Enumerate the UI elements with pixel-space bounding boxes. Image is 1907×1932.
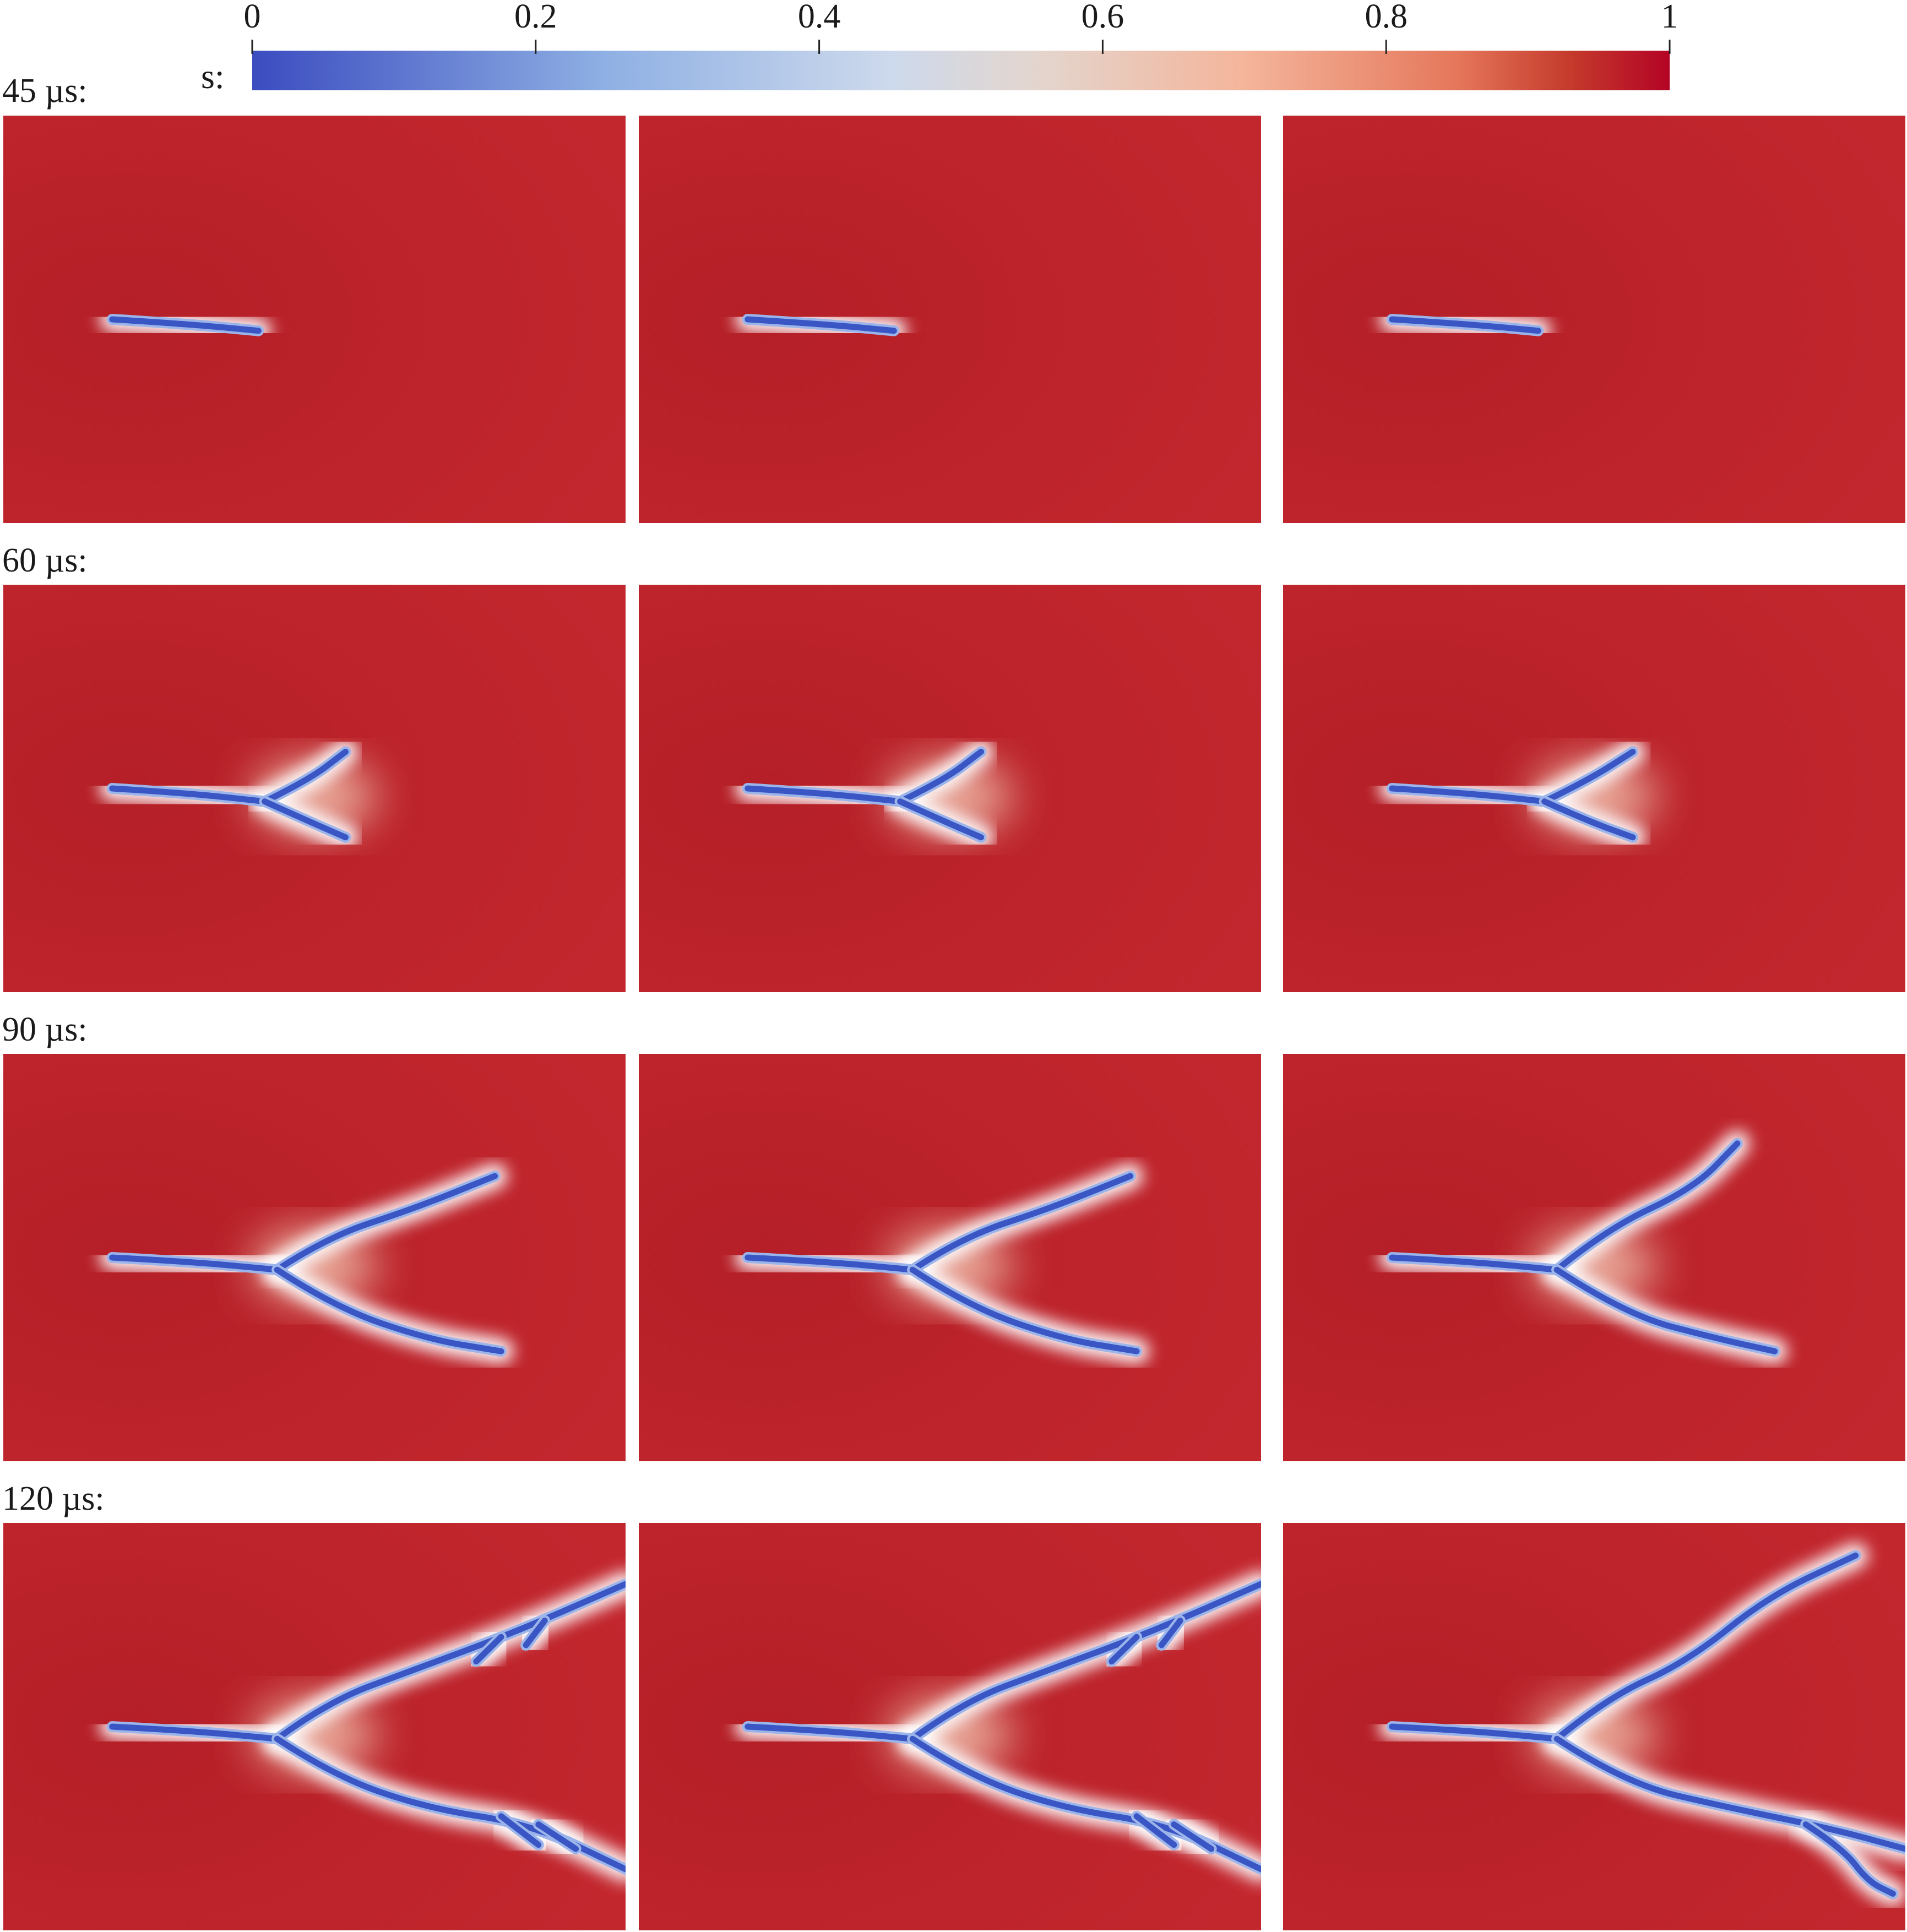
row-time-label: 60 µs: [2, 542, 88, 579]
crack-path [1553, 1140, 1741, 1273]
colorbar-tick-label: 0 [244, 0, 261, 35]
colorbar-gradient [252, 51, 1670, 90]
crack-path [109, 1723, 280, 1742]
crack-path [523, 1618, 548, 1648]
crack-path [1133, 1813, 1177, 1848]
crack-path [1158, 1618, 1183, 1648]
simulation-panel [1283, 116, 1905, 523]
crack-path [109, 785, 268, 805]
crack-path [1553, 1266, 1778, 1354]
crack-path [909, 1581, 1261, 1742]
crack-path [1389, 1254, 1560, 1273]
colorbar-tick-label: 0.6 [1082, 0, 1124, 35]
simulation-panel [1283, 585, 1905, 992]
colorbar-ticks: 0 0.2 0.4 0.6 0.8 1 [244, 0, 1678, 54]
row-time-label: 45 µs: [2, 72, 88, 110]
crack-path [262, 798, 349, 841]
row-time-label: 90 µs: [2, 1011, 88, 1048]
colorbar: s: 0 0.2 0.4 0.6 0.8 1 [201, 0, 1678, 96]
crack-path [897, 798, 984, 841]
crack-path [1389, 785, 1548, 805]
crack-path [909, 1173, 1134, 1273]
crack-path [274, 1735, 626, 1873]
crack-path [274, 1266, 504, 1354]
simulation-panel [639, 1523, 1261, 1930]
crack-path [109, 1254, 280, 1273]
crack-path [909, 1735, 1261, 1873]
colorbar-tick-label: 1 [1661, 0, 1678, 35]
simulation-panel [3, 116, 626, 523]
damage-field [639, 116, 1261, 523]
simulation-panel [639, 116, 1261, 523]
crack-path [473, 1634, 504, 1665]
simulation-panel [3, 1523, 626, 1930]
colorbar-tick-label: 0.2 [514, 0, 557, 35]
colorbar-tick-label: 0.4 [798, 0, 841, 35]
crack-path [1389, 1723, 1560, 1742]
crack-path [262, 748, 349, 805]
crack-path [1109, 1634, 1140, 1665]
colorbar-label: s: [201, 57, 225, 96]
crack-path [274, 1173, 498, 1273]
crack-path [745, 316, 897, 334]
crack-path [1389, 316, 1541, 334]
crack-path [1553, 1552, 1859, 1742]
crack-path [1802, 1821, 1896, 1897]
crack-path [745, 785, 904, 805]
crack-path [535, 1821, 579, 1852]
simulation-panel [1283, 1054, 1905, 1461]
crack-path [745, 1254, 916, 1273]
simulation-panel [3, 1054, 626, 1461]
crack-path [909, 1266, 1140, 1354]
crack-path [897, 748, 984, 805]
colorbar-tick-label: 0.8 [1365, 0, 1408, 35]
crack-path [274, 1581, 626, 1742]
crack-path [745, 1723, 916, 1742]
simulation-panel [639, 585, 1261, 992]
simulation-panel [639, 1054, 1261, 1461]
crack-path [1171, 1821, 1215, 1852]
damage-field [3, 116, 626, 523]
row-time-label: 120 µs: [2, 1480, 105, 1517]
crack-path [1553, 1735, 1905, 1852]
crack-path [498, 1813, 542, 1848]
simulation-panel [1283, 1523, 1905, 1930]
damage-field [1283, 116, 1905, 523]
simulation-panel [3, 585, 626, 992]
crack-path [1541, 748, 1636, 805]
panel-grid: 45 µs: 60 µs: 90 µs: 120 µs: [2, 72, 1905, 1930]
crack-path [1541, 798, 1636, 841]
crack-path [109, 316, 262, 334]
